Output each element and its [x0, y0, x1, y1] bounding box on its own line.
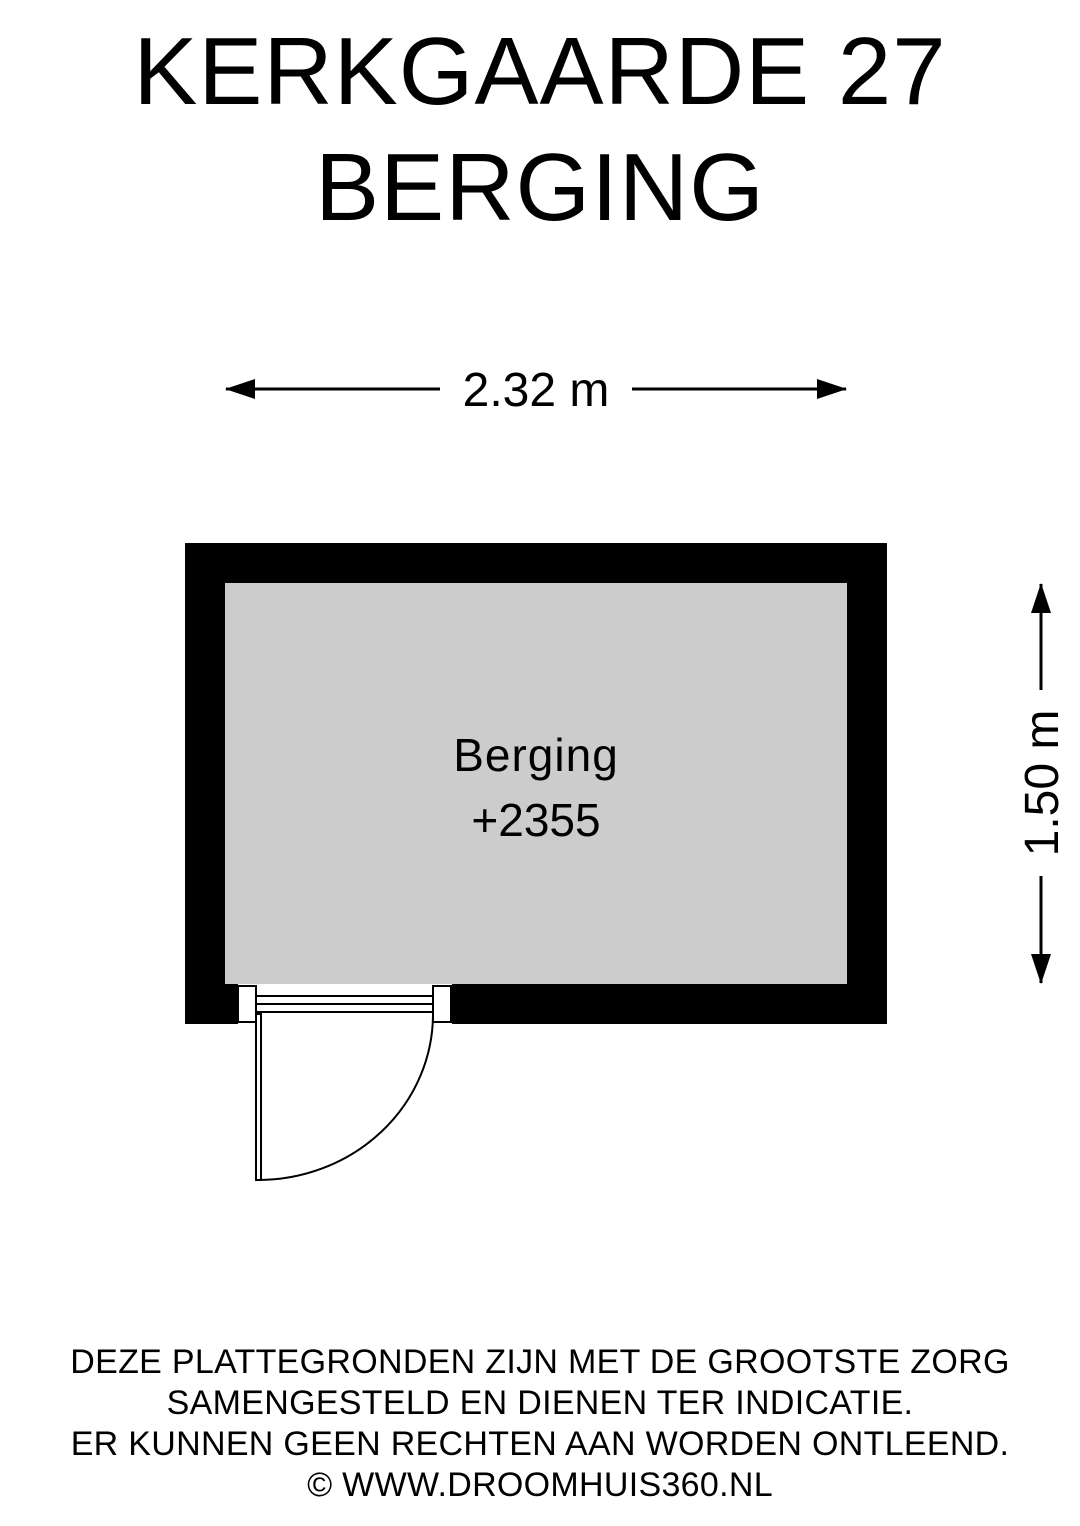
- disclaimer-line: DEZE PLATTEGRONDEN ZIJN MET DE GROOTSTE …: [70, 1343, 1010, 1381]
- door-leaf: [255, 1013, 262, 1181]
- disclaimer: DEZE PLATTEGRONDEN ZIJN MET DE GROOTSTE …: [0, 1342, 1080, 1506]
- disclaimer-copyright: © WWW.DROOMHUIS360.NL: [307, 1466, 773, 1504]
- width-dimension: 2.32 m: [225, 364, 847, 417]
- height-dimension: 1.50 m: [1016, 583, 1069, 984]
- page-title-room: BERGING: [315, 134, 765, 241]
- disclaimer-line: SAMENGESTELD EN DIENEN TER INDICATIE.: [166, 1384, 914, 1422]
- door-swing-arc: [257, 1013, 434, 1181]
- room-level-label: +2355: [471, 794, 600, 846]
- door-jamb-right: [432, 985, 452, 1023]
- disclaimer-line: ER KUNNEN GEEN RECHTEN AAN WORDEN ONTLEE…: [70, 1425, 1010, 1463]
- width-dimension-label: 2.32 m: [463, 364, 610, 417]
- room-name-label: Berging: [453, 729, 619, 781]
- door: [237, 985, 452, 1181]
- page-title-address: KERKGAARDE 27: [133, 18, 947, 125]
- walls: [185, 543, 887, 1024]
- height-dimension-label: 1.50 m: [1016, 710, 1069, 857]
- door-jamb-left: [237, 985, 257, 1023]
- room-floor: [225, 583, 847, 984]
